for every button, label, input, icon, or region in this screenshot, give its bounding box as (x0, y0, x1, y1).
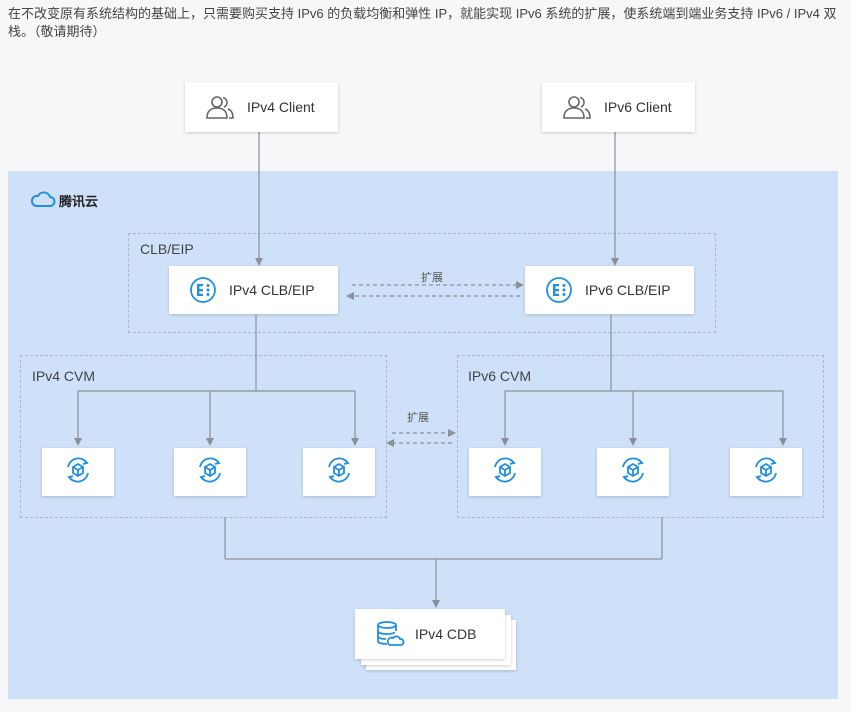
ipv6-clb-label: IPv6 CLB/EIP (585, 282, 671, 298)
cvm-icon (195, 455, 225, 490)
cloud-icon (30, 190, 56, 211)
ipv6-clb-node: IPv6 CLB/EIP (525, 266, 694, 314)
cvm-icon (490, 455, 520, 490)
brand: 腾讯云 (30, 190, 98, 211)
clb-expand-label: 扩展 (421, 272, 443, 284)
clb-eip-group-label: CLB/EIP (140, 241, 194, 257)
ipv6-cvm-group (457, 355, 824, 518)
database-icon (375, 619, 405, 649)
ipv4-cvm-instance (303, 448, 375, 496)
cvm-icon (751, 455, 781, 490)
cvm-icon (324, 455, 354, 490)
users-icon (562, 94, 592, 120)
cvm-icon (63, 455, 93, 490)
ipv4-cvm-instance (42, 448, 114, 496)
ipv6-cvm-instance (597, 448, 669, 496)
ipv6-client-label: IPv6 Client (604, 99, 672, 115)
ipv4-cdb-label: IPv4 CDB (415, 626, 477, 642)
ipv4-client-node: IPv4 Client (185, 82, 338, 132)
brand-name: 腾讯云 (59, 194, 99, 209)
ipv4-cdb-node: IPv4 CDB (355, 609, 505, 659)
load-balancer-icon (189, 276, 217, 304)
ipv4-cvm-instance (174, 448, 246, 496)
ipv4-clb-label: IPv4 CLB/EIP (229, 282, 315, 298)
cvm-expand-label: 扩展 (407, 412, 429, 424)
load-balancer-icon (545, 276, 573, 304)
ipv4-cvm-group (20, 355, 387, 518)
ipv6-cvm-instance (730, 448, 802, 496)
ipv4-client-label: IPv4 Client (247, 99, 315, 115)
ipv6-cvm-group-label: IPv6 CVM (468, 368, 532, 384)
users-icon (205, 94, 235, 120)
clb-eip-group (128, 233, 716, 333)
ipv4-clb-node: IPv4 CLB/EIP (169, 266, 338, 314)
cvm-icon (618, 455, 648, 490)
ipv4-cvm-group-label: IPv4 CVM (32, 368, 96, 384)
ipv6-client-node: IPv6 Client (542, 82, 695, 132)
intro-text: 在不改变原有系统结构的基础上，只需要购买支持 IPv6 的负载均衡和弹性 IP，… (8, 6, 837, 39)
ipv6-cvm-instance (469, 448, 541, 496)
